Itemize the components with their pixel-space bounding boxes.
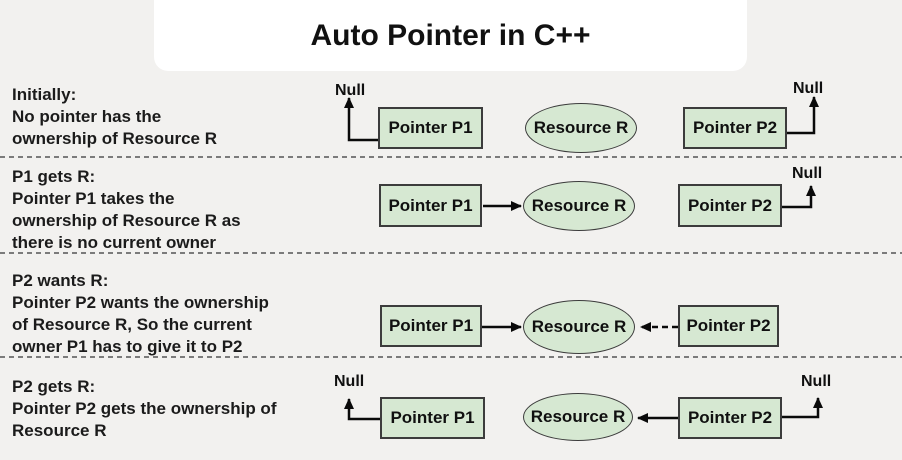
row1-p2-null-label: Null — [793, 80, 824, 97]
row2-description: P1 gets R: Pointer P1 takes the ownershi… — [12, 166, 241, 254]
row1-resource-ellipse: Resource R — [525, 103, 637, 153]
row2-line: there is no current owner — [12, 233, 217, 252]
row1-p1-null-arrow — [344, 97, 378, 142]
row3-resource-ellipse: Resource R — [523, 300, 635, 354]
row1-p1-null-label: Null — [335, 82, 366, 99]
row3-pointer-p1-box: Pointer P1 — [380, 305, 482, 347]
row4-p2-null-label: Null — [801, 373, 832, 390]
row1-p2-null-arrow — [787, 96, 819, 135]
row3-heading: P2 wants R: — [12, 271, 109, 290]
row1-line: ownership of Resource R — [12, 129, 217, 148]
page-title: Auto Pointer in C++ — [310, 18, 591, 52]
row2-resource-ellipse: Resource R — [523, 181, 635, 231]
row4-pointer-p2-box: Pointer P2 — [678, 397, 782, 439]
row4-line: Resource R — [12, 421, 107, 440]
row3-line: Pointer P2 wants the ownership — [12, 293, 269, 312]
row2-p2-null-label: Null — [792, 165, 823, 182]
row3-description: P2 wants R: Pointer P2 wants the ownersh… — [12, 270, 269, 358]
row4-p2-null-arrow — [782, 397, 823, 419]
row4-line: Pointer P2 gets the ownership of — [12, 399, 277, 418]
row3-line: owner P1 has to give it to P2 — [12, 337, 243, 356]
row2-pointer-p1-box: Pointer P1 — [379, 184, 482, 227]
row2-line: ownership of Resource R as — [12, 211, 241, 230]
row2-heading: P1 gets R: — [12, 167, 96, 186]
row3-pointer-p2-box: Pointer P2 — [678, 305, 779, 347]
row4-p1-null-arrow — [344, 398, 380, 421]
row4-pointer-p1-box: Pointer P1 — [380, 397, 485, 439]
title-panel: Auto Pointer in C++ — [154, 0, 747, 71]
row1-pointer-p2-box: Pointer P2 — [683, 107, 787, 149]
row4-p1-null-label: Null — [334, 373, 365, 390]
row1-description: Initially: No pointer has the ownership … — [12, 84, 217, 150]
row2-line: Pointer P1 takes the — [12, 189, 175, 208]
row2-pointer-p2-box: Pointer P2 — [678, 184, 782, 227]
row1-line: No pointer has the — [12, 107, 162, 126]
row1-heading: Initially: — [12, 85, 77, 104]
row1-pointer-p1-box: Pointer P1 — [378, 107, 483, 149]
row3-line: of Resource R, So the current — [12, 315, 252, 334]
row4-heading: P2 gets R: — [12, 377, 96, 396]
row4-description: P2 gets R: Pointer P2 gets the ownership… — [12, 376, 276, 442]
row2-p2-null-arrow — [782, 185, 816, 209]
row4-resource-ellipse: Resource R — [523, 393, 633, 441]
